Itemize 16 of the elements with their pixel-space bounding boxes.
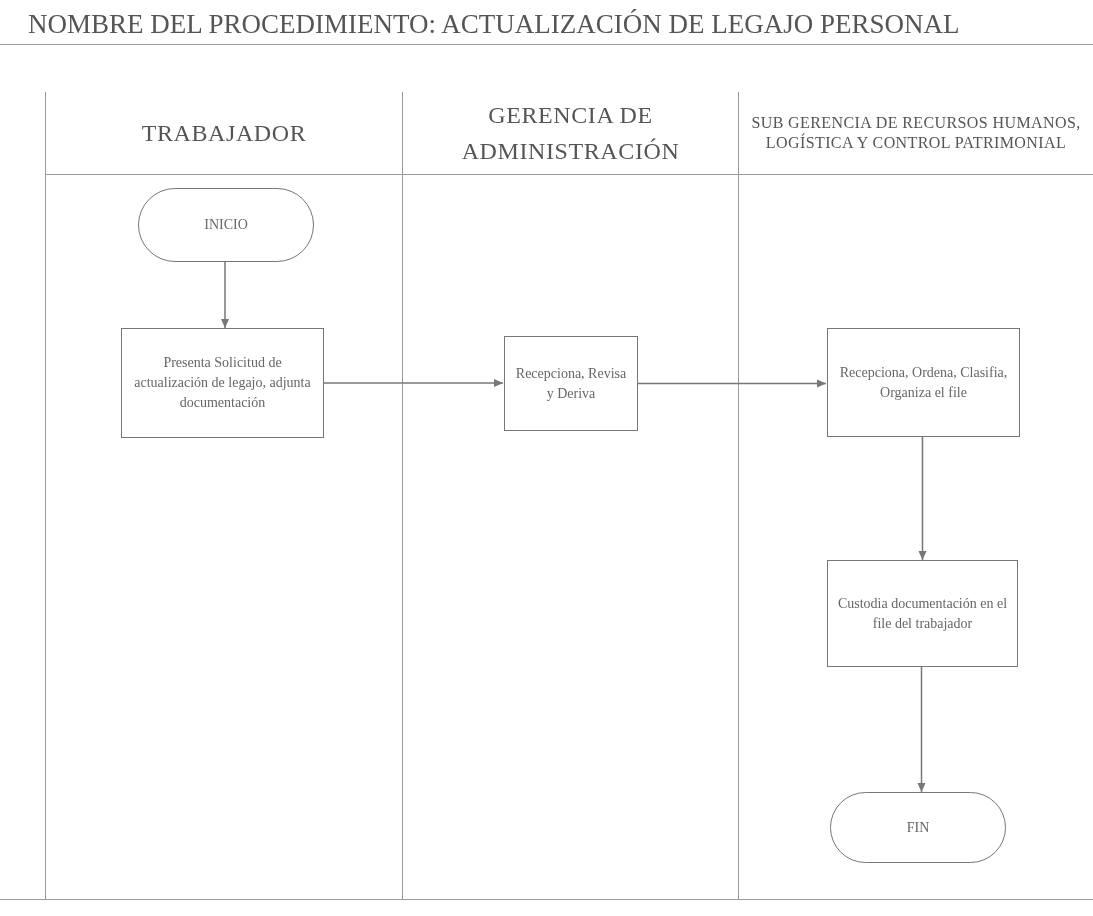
diagram-title: NOMBRE DEL PROCEDIMIENTO: ACTUALIZACIÓN DE LEGAJO PERSONAL (28, 8, 960, 41)
process-box: Recepciona, Revisa y Deriva (504, 336, 638, 431)
process-box: Presenta Solicitud de actualización de legajo, adjunta documentación (121, 328, 324, 438)
arrow (917, 666, 926, 793)
arrow (918, 436, 927, 561)
lane-header: TRABAJADOR (141, 119, 307, 148)
swimlane (45, 92, 402, 900)
process-box: Recepciona, Ordena, Clasifia, Organiza el file (827, 328, 1020, 437)
arrow (221, 261, 229, 329)
lane-header: SUB GERENCIA DE RECURSOS HUMANOS, LOGÍSTICA Y CONTROL PATRIMONIAL (750, 113, 1082, 153)
process-box: Custodia documentación en el file del trabajador (827, 560, 1018, 667)
arrow (636, 379, 827, 388)
lane-header: GERENCIA DE ADMINISTRACIÓN (460, 101, 681, 166)
swimlane (738, 92, 1093, 900)
swimlane (402, 92, 738, 900)
arrow (322, 379, 504, 387)
